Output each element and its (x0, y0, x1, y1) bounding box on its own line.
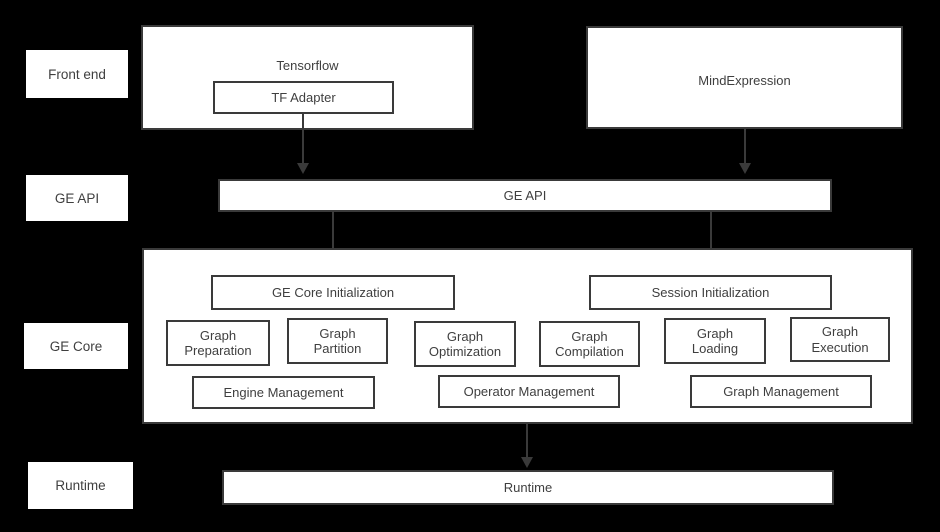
layer-label-ge-core: GE Core (24, 323, 128, 369)
graph-preparation-box[interactable]: Graph Preparation (166, 320, 270, 366)
connector-tfadapter-geapi-arrow (297, 163, 309, 174)
layer-label-front-end-text: Front end (48, 66, 106, 82)
ge-api-box[interactable]: GE API (218, 179, 832, 212)
layer-label-ge-api: GE API (26, 175, 128, 221)
mindexpression-group-title: MindExpression (698, 73, 791, 88)
graph-management-box[interactable]: Graph Management (690, 375, 872, 408)
tensorflow-group: Tensorflow (141, 25, 474, 130)
layer-label-ge-core-text: GE Core (49, 338, 103, 354)
layer-label-runtime-text: Runtime (55, 478, 106, 493)
connector-mindexpression-geapi-line (744, 129, 746, 164)
layer-label-front-end: Front end (26, 50, 128, 98)
graph-execution-box[interactable]: Graph Execution (790, 317, 890, 362)
ge-core-initialization-box[interactable]: GE Core Initialization (211, 275, 455, 310)
connector-gecore-runtime-line (526, 424, 528, 458)
session-initialization-box[interactable]: Session Initialization (589, 275, 832, 310)
connector-geapi-gecoreinit-line (332, 211, 334, 258)
connector-geapi-sessioninit-line (710, 211, 712, 258)
graph-optimization-box[interactable]: Graph Optimization (414, 321, 516, 367)
operator-management-box[interactable]: Operator Management (438, 375, 620, 408)
connector-mindexpression-geapi-arrow (739, 163, 751, 174)
graph-loading-box[interactable]: Graph Loading (664, 318, 766, 364)
runtime-box[interactable]: Runtime (222, 470, 834, 505)
engine-management-box[interactable]: Engine Management (192, 376, 375, 409)
graph-compilation-box[interactable]: Graph Compilation (539, 321, 640, 367)
tf-adapter-box[interactable]: TF Adapter (213, 81, 394, 114)
layer-label-ge-api-text: GE API (54, 190, 100, 206)
graph-partition-box[interactable]: Graph Partition (287, 318, 388, 364)
mindexpression-group: MindExpression (586, 26, 903, 129)
layer-label-runtime: Runtime (28, 462, 133, 509)
tensorflow-group-title: Tensorflow (276, 58, 339, 73)
connector-tfadapter-geapi-line (302, 114, 304, 164)
connector-gecore-runtime-arrow (521, 457, 533, 468)
